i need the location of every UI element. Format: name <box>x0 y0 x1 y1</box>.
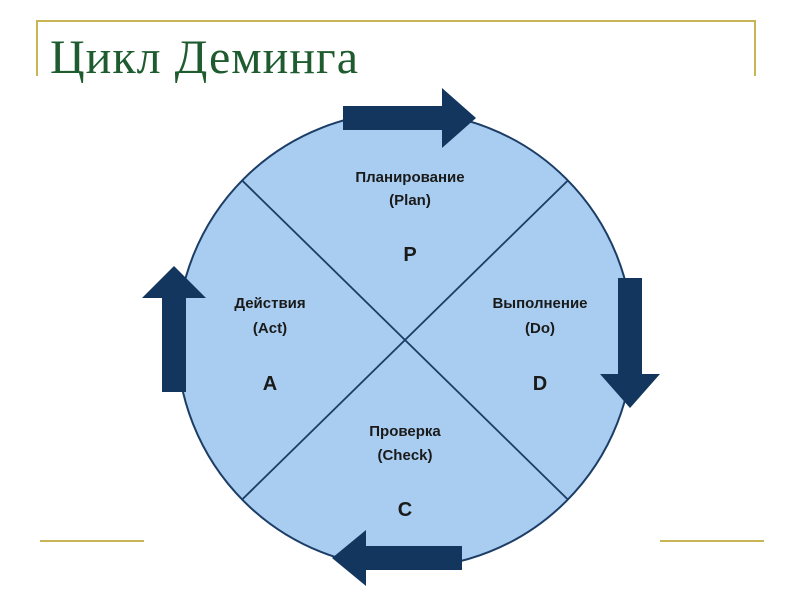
do-english-label: (Do) <box>525 320 555 337</box>
arrow-left-icon <box>332 530 462 586</box>
footer-rule-right <box>660 540 764 542</box>
check-letter: C <box>398 499 412 521</box>
act-letter: A <box>263 373 277 395</box>
check-label: Проверка <box>369 423 441 440</box>
title-rule-top <box>36 20 756 22</box>
arrow-up-icon <box>142 266 206 392</box>
do-letter: D <box>533 373 547 395</box>
check-english-label: (Check) <box>377 447 432 464</box>
plan-letter: P <box>403 244 416 266</box>
arrow-right-icon <box>343 88 476 148</box>
do-label: Выполнение <box>492 295 587 312</box>
plan-english-label: (Plan) <box>389 192 431 209</box>
arrow-down-icon <box>600 278 660 408</box>
title-rule-left <box>36 20 38 76</box>
act-english-label: (Act) <box>253 320 287 337</box>
plan-label: Планирование <box>355 169 464 186</box>
slide-title: Цикл Деминга <box>50 31 359 84</box>
act-label: Действия <box>234 295 305 312</box>
footer-rule-left <box>40 540 144 542</box>
title-rule-right <box>754 20 756 76</box>
